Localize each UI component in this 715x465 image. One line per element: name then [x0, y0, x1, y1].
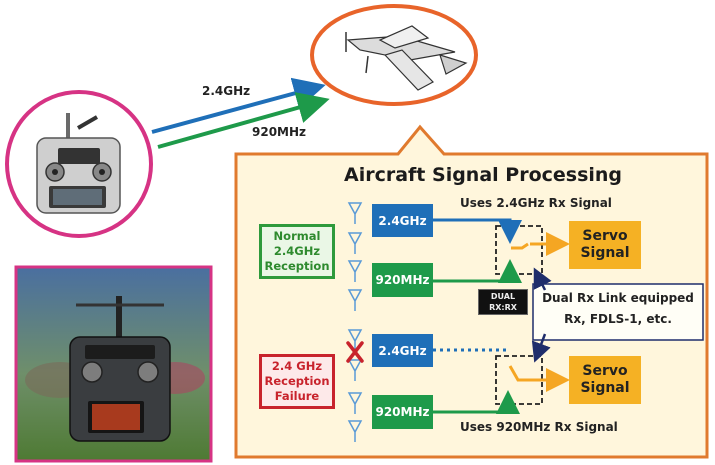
switch-arm-failure	[508, 365, 528, 382]
rx-920mhz-normal: 920MHz	[372, 263, 433, 297]
servo-signal-failure: Servo Signal	[569, 356, 641, 404]
note-dual-link-line2: Rx, FDLS-1, etc.	[564, 312, 672, 326]
signal-lost-icon	[346, 341, 364, 363]
servo-line2: Signal	[580, 380, 630, 396]
status-fail-line3: Failure	[274, 389, 320, 403]
servo-signal-normal: Servo Signal	[569, 221, 641, 269]
label-920mhz-link: 920MHz	[252, 125, 307, 139]
note-uses-24ghz: Uses 2.4GHz Rx Signal	[460, 196, 612, 210]
flow-920mhz-normal	[433, 259, 522, 283]
dual-logo-line1: DUAL	[490, 292, 516, 301]
servo-line2: Signal	[580, 245, 630, 261]
antenna-icon	[347, 202, 363, 442]
status-normal-line2: 2.4GHz	[273, 244, 321, 258]
status-normal-line3: Reception	[264, 259, 330, 273]
status-fail-line1: 2.4 GHz	[271, 359, 323, 373]
status-normal-line1: Normal	[273, 229, 321, 243]
pointer-to-normal-switch	[533, 267, 552, 291]
status-fail-line2: Reception	[264, 374, 330, 388]
rx-920mhz-failure: 920MHz	[372, 395, 433, 429]
rx-24ghz-failure: 2.4GHz	[372, 334, 433, 367]
arrow-24ghz-link	[151, 77, 326, 134]
dual-link-note-box	[532, 283, 704, 341]
servo-line1: Servo	[582, 363, 628, 379]
label-24ghz-link: 2.4GHz	[202, 84, 251, 98]
dual-rx-logo: DUAL RX:RX	[478, 289, 528, 315]
transmitter-photo	[14, 265, 213, 463]
pointer-to-failure-switch	[531, 333, 551, 363]
status-reception-failure: 2.4 GHz Reception Failure	[259, 354, 335, 409]
flow-920mhz-failure	[433, 390, 520, 414]
aircraft-illustration	[310, 4, 478, 106]
panel-title: Aircraft Signal Processing	[344, 164, 623, 186]
arrow-920mhz-link	[157, 92, 330, 149]
switch-arm-normal	[511, 242, 529, 250]
dual-logo-line2: RX:RX	[489, 303, 517, 312]
status-normal-reception: Normal 2.4GHz Reception	[259, 224, 335, 279]
note-uses-920mhz: Uses 920MHz Rx Signal	[460, 420, 618, 434]
rx-24ghz-normal: 2.4GHz	[372, 204, 433, 237]
flow-24ghz-normal	[433, 218, 522, 244]
servo-line1: Servo	[582, 228, 628, 244]
note-dual-link-line1: Dual Rx Link equipped	[542, 291, 694, 305]
transmitter-illustration	[5, 90, 153, 238]
